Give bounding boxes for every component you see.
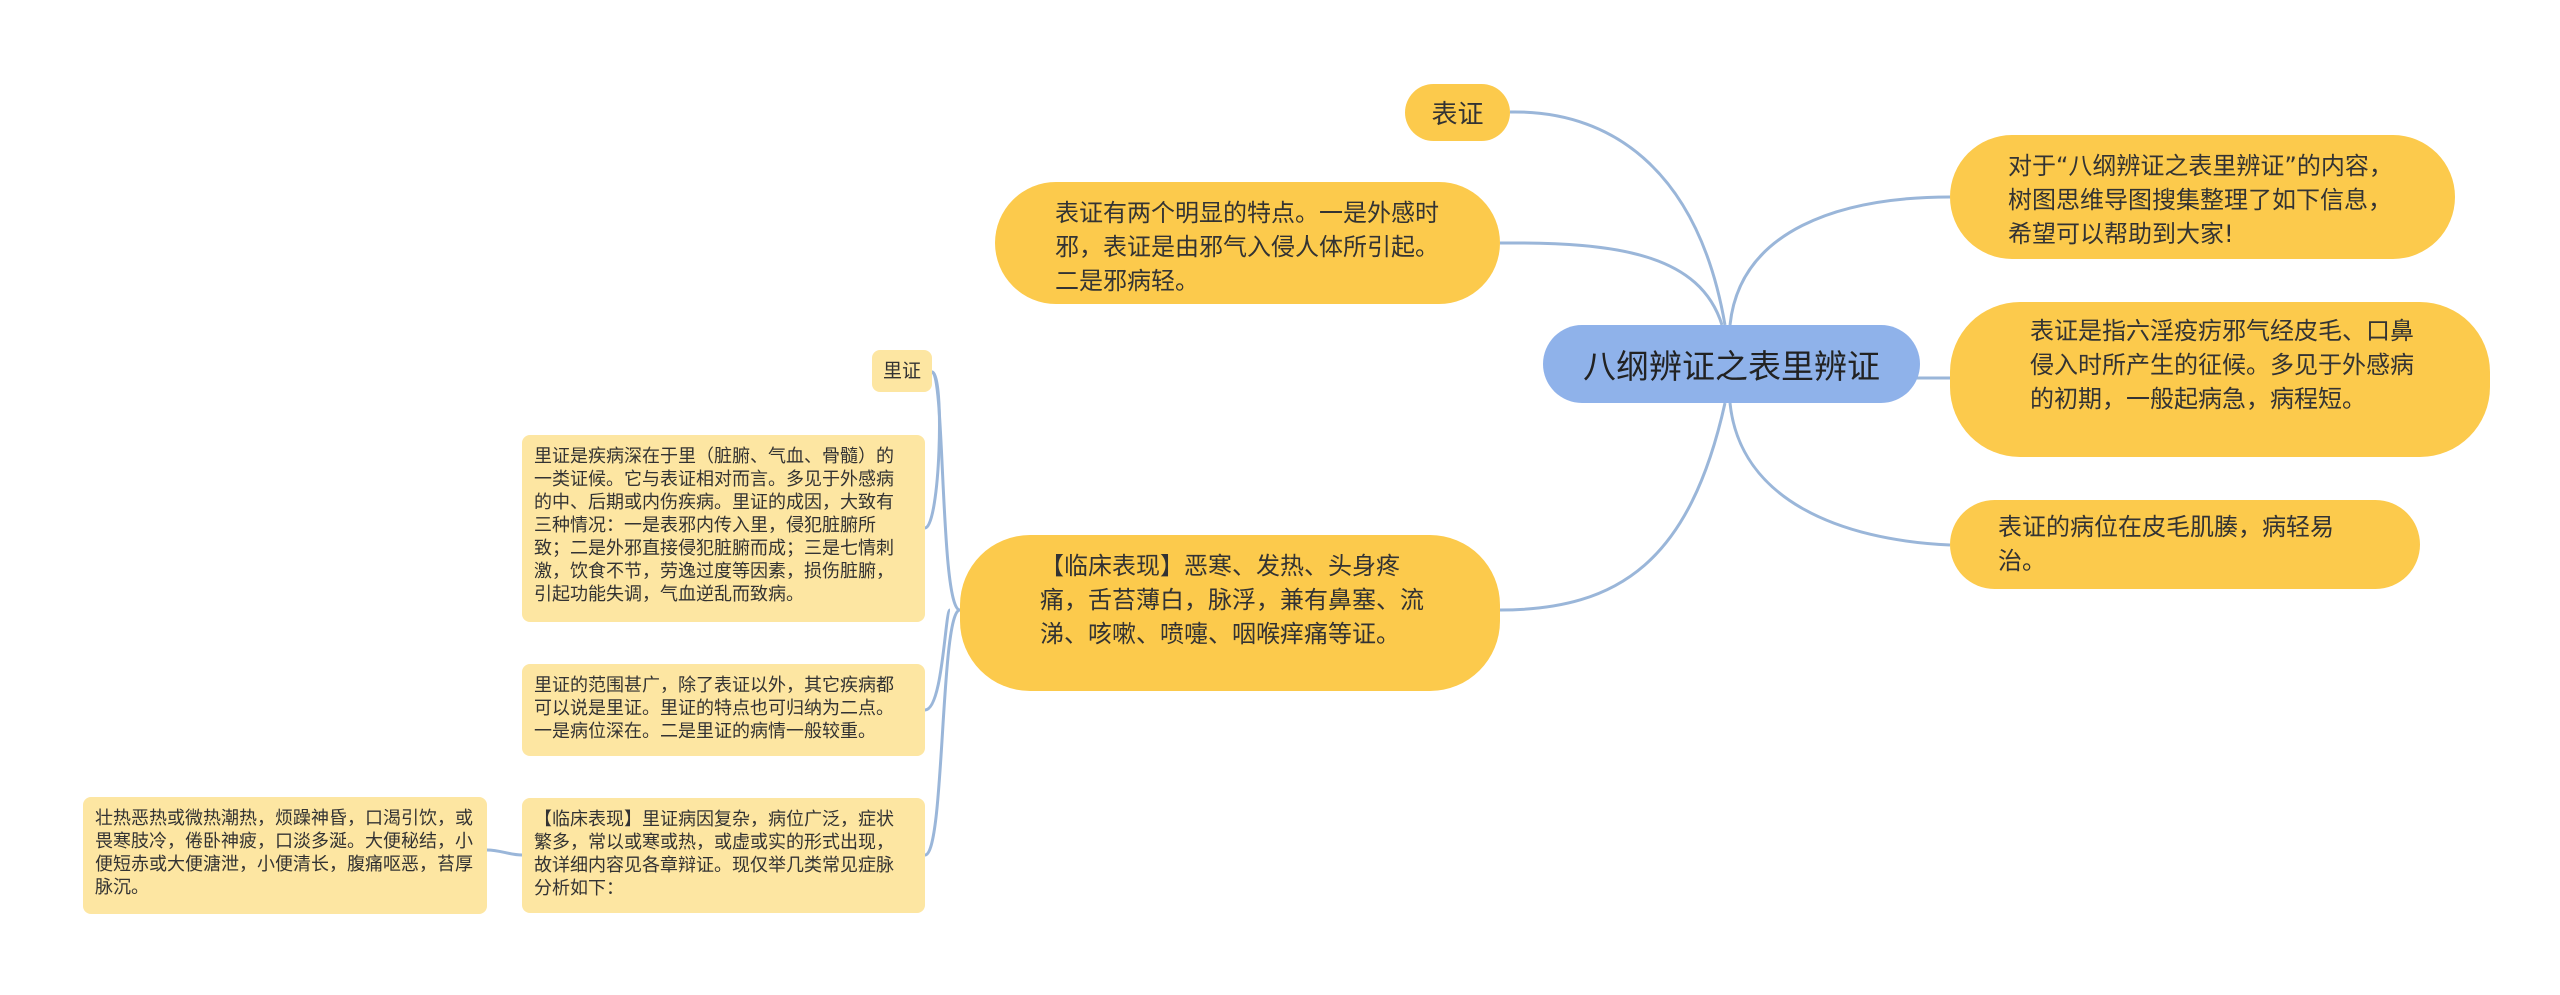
node-lizheng-clinical[interactable]: 【临床表现】里证病因复杂，病位广泛，症状繁多，常以或寒或热，或虚或实的形式出现，… [522, 798, 925, 913]
link-clinical-symptoms [486, 848, 523, 857]
node-definition-text: 表证是指六淫疫疠邪气经皮毛、口鼻侵入时所产生的征候。多见于外感病的初期，一般起病… [2030, 317, 2414, 413]
node-lizheng-clinical-text: 【临床表现】里证病因复杂，病位广泛，症状繁多，常以或寒或热，或虚或实的形式出现，… [534, 809, 894, 899]
link-center-biaozheng [1509, 110, 1727, 326]
link-center-features [1499, 241, 1724, 326]
node-lizheng-symptoms[interactable]: 壮热恶热或微热潮热，烦躁神昏，口渴引饮，或畏寒肢冷，倦卧神疲，口淡多涎。大便秘结… [83, 797, 487, 914]
node-biaozheng-label: 表证 [1431, 100, 1484, 130]
node-intro-text: 对于“八纲辨证之表里辨证”的内容，树图思维导图搜集整理了如下信息，希望可以帮助到… [2008, 152, 2393, 248]
link-center-clinical [1499, 402, 1727, 612]
center-topic-label: 八纲辨证之表里辨证 [1583, 347, 1880, 386]
center-topic[interactable]: 八纲辨证之表里辨证 [1543, 325, 1920, 403]
node-biaozheng-features-text: 表证有两个明显的特点。一是外感时邪，表证是由邪气入侵人体所引起。二是邪病轻。 [1055, 199, 1439, 295]
node-lizheng-definition-text: 里证是疾病深在于里（脏腑、气血、骨髓）的一类证候。它与表证相对而言。多见于外感病… [534, 446, 894, 605]
link-lizheng-definition [924, 370, 941, 530]
link-center-intro [1728, 195, 1951, 326]
node-location-text: 表证的病位在皮毛肌腠，病轻易治。 [1998, 513, 2334, 575]
link-lizheng-clinical [924, 608, 961, 857]
node-intro[interactable]: 对于“八纲辨证之表里辨证”的内容，树图思维导图搜集整理了如下信息，希望可以帮助到… [1950, 135, 2455, 259]
node-clinical-text: 【临床表现】恶寒、发热、头身疼痛，舌苔薄白，脉浮，兼有鼻塞、流涕、咳嗽、喷嚏、咽… [1040, 552, 1424, 648]
link-center-location [1728, 402, 1951, 547]
node-clinical[interactable]: 【临床表现】恶寒、发热、头身疼痛，舌苔薄白，脉浮，兼有鼻塞、流涕、咳嗽、喷嚏、咽… [960, 535, 1500, 691]
node-lizheng-symptoms-text: 壮热恶热或微热潮热，烦躁神昏，口渴引饮，或畏寒肢冷，倦卧神疲，口淡多涎。大便秘结… [95, 808, 473, 898]
link-lizheng-scope [924, 608, 952, 712]
node-definition[interactable]: 表证是指六淫疫疠邪气经皮毛、口鼻侵入时所产生的征候。多见于外感病的初期，一般起病… [1950, 302, 2490, 457]
node-lizheng[interactable]: 里证 [872, 350, 932, 392]
node-lizheng-scope[interactable]: 里证的范围甚广，除了表证以外，其它疾病都可以说是里证。里证的特点也可归纳为二点。… [522, 664, 925, 756]
node-location[interactable]: 表证的病位在皮毛肌腠，病轻易治。 [1950, 500, 2420, 589]
node-biaozheng[interactable]: 表证 [1405, 84, 1510, 141]
node-lizheng-label: 里证 [882, 359, 921, 382]
node-biaozheng-features[interactable]: 表证有两个明显的特点。一是外感时邪，表证是由邪气入侵人体所引起。二是邪病轻。 [995, 182, 1500, 304]
node-lizheng-definition[interactable]: 里证是疾病深在于里（脏腑、气血、骨髓）的一类证候。它与表证相对而言。多见于外感病… [522, 435, 925, 622]
node-lizheng-scope-text: 里证的范围甚广，除了表证以外，其它疾病都可以说是里证。里证的特点也可归纳为二点。… [534, 675, 894, 742]
